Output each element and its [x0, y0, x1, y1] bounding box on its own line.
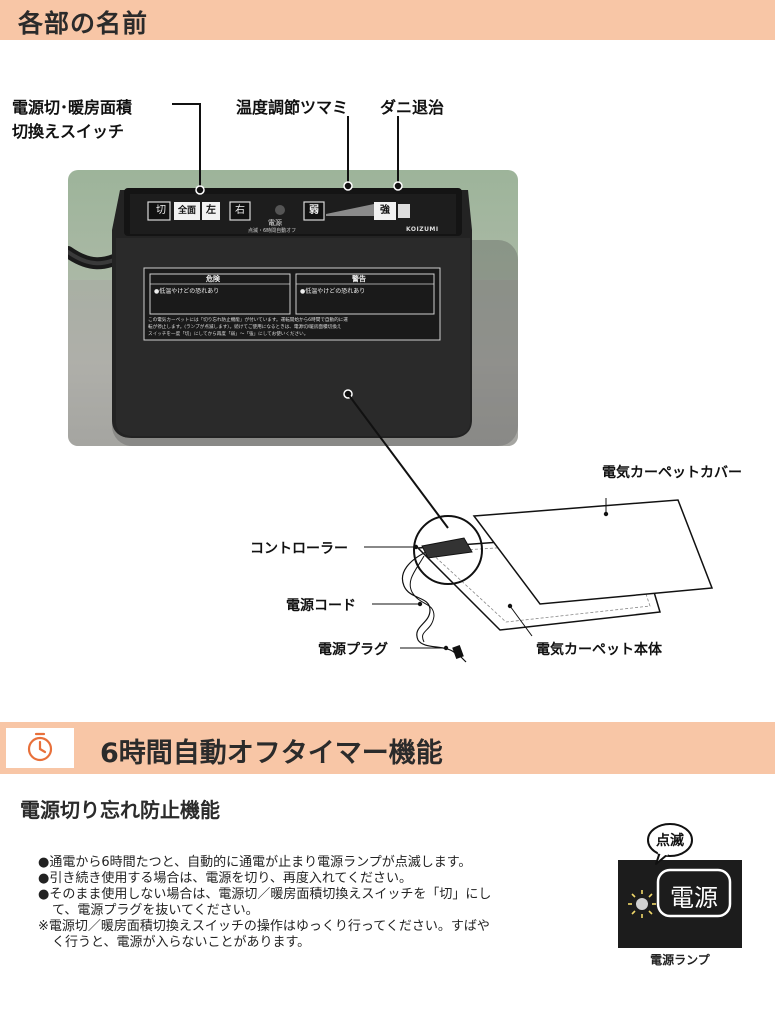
controller-photo-drawing: [68, 188, 518, 446]
device-note-line3: スイッチを一度「切」にしてから再度「弱」〜「強」にしてお使いください。: [148, 332, 309, 337]
lamp-caption: 電源ランプ: [650, 953, 710, 967]
timer-line-4: て、電源プラグを抜いてください。: [52, 903, 259, 918]
device-lamp-sub: 点滅・6時間自動オフ: [248, 228, 297, 234]
device-note-line2: 転が停止します。(ランプが点滅します）。続けてご使用になるときは、電源切/暖房面…: [148, 325, 342, 330]
timer-line-1: ●通電から6時間たつと、自動的に通電が止まり電源ランプが点滅します。: [38, 855, 472, 870]
label-carpet-body: 電気カーペット本体: [536, 642, 662, 658]
timer-line-6: く行うと、電源が入らないことがあります。: [52, 935, 311, 950]
device-btn-left: 左: [206, 205, 216, 216]
device-weak: 弱: [309, 205, 319, 216]
section-title-timer: 6時間自動オフタイマー機能: [100, 738, 443, 769]
device-note-line1: この電気カーペットには「切り忘れ防止機能」が付いています。運転開始から6時間で自…: [148, 318, 348, 323]
device-btn-full: 全面: [177, 206, 196, 216]
subheading-auto-off: 電源切り忘れ防止機能: [20, 798, 220, 822]
device-btn-off: 切: [156, 205, 166, 216]
timer-line-3: ●そのまま使用しない場合は、電源切／暖房面積切換えスイッチを「切」にし: [38, 887, 492, 902]
device-brand: KOIZUMI: [406, 226, 439, 233]
section-header-timer: 6時間自動オフタイマー機能: [0, 722, 775, 774]
power-lamp-drawing: [618, 823, 742, 948]
lamp-blink-bubble: 点滅: [656, 833, 684, 849]
timer-icon-box: [6, 728, 74, 768]
label-switch-line1: 電源切･暖房面積: [12, 98, 133, 117]
label-temp-knob: 温度調節ツマミ: [236, 98, 349, 117]
label-controller: コントローラー: [250, 541, 348, 557]
lamp-power-text: 電源: [670, 884, 718, 912]
timer-description: ●通電から6時間たつと、自動的に通電が止まり電源ランプが点滅します。 ●引き続き…: [38, 855, 598, 951]
device-lamp-label: 電源: [268, 219, 282, 227]
power-lamp-illustration: 点滅 電源: [614, 818, 744, 968]
device-warn-head: 警告: [352, 275, 366, 283]
section-header-parts: 各部の名前: [0, 0, 775, 40]
controller-photo: 切 全面 左 右 電源 点滅・6時間自動オフ 弱 強 KOIZUMI 危険 警告…: [68, 170, 518, 446]
label-mite: ダニ退治: [380, 98, 445, 117]
section-title-parts: 各部の名前: [18, 9, 149, 38]
device-warn-title: ●低温やけどの恐れあり: [300, 288, 366, 295]
device-danger-title: ●低温やけどの恐れあり: [154, 288, 220, 295]
label-switch-line2: 切換えスイッチ: [12, 122, 125, 141]
parts-diagram-lines: [172, 103, 714, 663]
device-btn-right: 右: [235, 205, 245, 216]
device-danger-head: 危険: [206, 275, 220, 283]
timer-icon: [27, 732, 53, 762]
timer-line-2: ●引き続き使用する場合は、電源を切り、再度入れてください。: [38, 871, 413, 886]
device-strong: 強: [380, 205, 390, 216]
label-plug: 電源プラグ: [318, 642, 388, 658]
label-cord: 電源コード: [286, 598, 356, 614]
timer-line-5: ※電源切／暖房面積切換えスイッチの操作はゆっくり行ってください。すばや: [38, 919, 490, 934]
label-cover: 電気カーペットカバー: [602, 465, 742, 481]
